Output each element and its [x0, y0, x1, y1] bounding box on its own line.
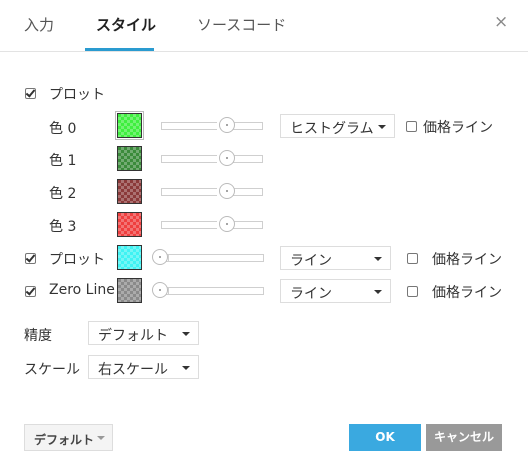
precision-select[interactable]: デフォルト [88, 321, 199, 345]
chevron-down-icon [182, 366, 190, 370]
close-icon[interactable]: × [494, 12, 509, 32]
tab-bar: 入力 スタイル ソースコード × [0, 0, 528, 52]
slider-thumb[interactable] [219, 117, 235, 133]
plot2-checkbox[interactable] [25, 253, 36, 264]
zero-line-price-line-checkbox[interactable] [407, 286, 418, 297]
plot1-style-value: ヒストグラム [290, 121, 374, 137]
zero-line-style-value: ライン [290, 286, 332, 302]
cancel-button[interactable]: キャンセル [426, 424, 502, 451]
zero-line-style-select[interactable]: ライン [280, 279, 391, 303]
plot1-price-line-checkbox[interactable] [406, 121, 417, 132]
color0-opacity-slider[interactable] [161, 117, 263, 133]
slider-thumb[interactable] [219, 216, 235, 232]
tab-input[interactable]: 入力 [24, 16, 55, 34]
plot2-color-swatch[interactable] [117, 245, 142, 270]
plot1-checkbox[interactable] [25, 88, 36, 99]
plot2-style-select[interactable]: ライン [280, 246, 391, 270]
color1-swatch[interactable] [117, 146, 142, 171]
chevron-down-icon [182, 332, 190, 336]
scale-value: 右スケール [98, 362, 168, 378]
zero-line-color-swatch[interactable] [117, 278, 142, 303]
plot2-opacity-slider[interactable] [152, 249, 264, 265]
precision-value: デフォルト [98, 328, 168, 344]
tab-style[interactable]: スタイル [96, 16, 157, 34]
zero-line-checkbox[interactable] [25, 286, 36, 297]
color3-opacity-slider[interactable] [161, 216, 263, 232]
active-tab-indicator [85, 48, 154, 51]
slider-thumb[interactable] [152, 282, 168, 298]
precision-label: 精度 [24, 328, 52, 344]
zero-line-opacity-slider[interactable] [152, 282, 264, 298]
slider-thumb[interactable] [219, 150, 235, 166]
plot2-style-value: ライン [290, 253, 332, 269]
color1-label: 色 1 [49, 153, 77, 169]
plot2-label: プロット [49, 252, 105, 268]
zero-line-price-line-label: 価格ライン [432, 285, 502, 301]
color3-swatch[interactable] [117, 212, 142, 237]
plot1-style-select[interactable]: ヒストグラム [280, 114, 395, 138]
slider-thumb[interactable] [219, 183, 235, 199]
scale-select[interactable]: 右スケール [88, 355, 199, 379]
color2-opacity-slider[interactable] [161, 183, 263, 199]
color0-label: 色 0 [49, 121, 77, 137]
slider-thumb[interactable] [152, 249, 168, 265]
defaults-button[interactable]: デフォルト [24, 424, 113, 451]
tab-source-code[interactable]: ソースコード [197, 16, 287, 34]
plot1-price-line-label: 価格ライン [423, 120, 493, 136]
zero-line-label: Zero Line [49, 282, 115, 298]
chevron-down-icon [374, 257, 382, 261]
chevron-down-icon [378, 125, 386, 129]
chevron-down-icon [97, 436, 105, 440]
color0-swatch[interactable] [115, 111, 144, 140]
chevron-down-icon [374, 290, 382, 294]
color2-swatch[interactable] [117, 179, 142, 204]
ok-button[interactable]: OK [349, 424, 421, 451]
plot2-price-line-checkbox[interactable] [407, 253, 418, 264]
color1-opacity-slider[interactable] [161, 150, 263, 166]
plot1-label: プロット [49, 87, 105, 103]
color3-label: 色 3 [49, 219, 77, 235]
scale-label: スケール [24, 362, 80, 378]
defaults-button-label: デフォルト [34, 433, 95, 447]
color2-label: 色 2 [49, 186, 77, 202]
plot2-price-line-label: 価格ライン [432, 252, 502, 268]
